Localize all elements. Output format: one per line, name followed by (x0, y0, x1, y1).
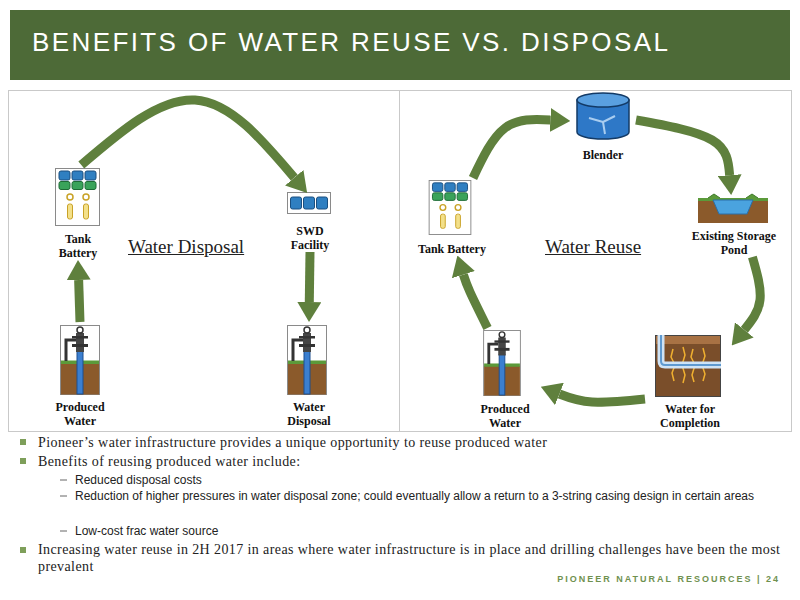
sub-bullet-text: Reduced disposal costs (75, 472, 787, 488)
completion-icon (656, 335, 722, 397)
icon-node: Blender (570, 92, 636, 162)
diagram-panel: Water Disposal Tank Battery SWD FacilityPr… (8, 90, 400, 432)
tank-battery-icon (56, 169, 100, 226)
panel-heading: Water Reuse (545, 236, 641, 258)
node-label: SWD Facility (280, 224, 340, 252)
flow-arrow (744, 257, 760, 330)
tank-battery-icon (429, 180, 471, 234)
node-label: Tank Battery (410, 242, 494, 256)
node-label: Tank Battery (45, 232, 111, 260)
icon-node: SWD Facility (280, 190, 340, 252)
connector-group (79, 100, 761, 402)
bullet-text: Increasing water reuse in 2H 2017 in are… (38, 541, 786, 575)
swd-facility-icon (288, 193, 331, 214)
flow-arrow (79, 280, 80, 322)
flow-arrow (463, 275, 487, 328)
footer-text: PIONEER NATURAL RESOURCES | 24 (545, 573, 780, 585)
sub-bullet-text: Low-cost frac water source (75, 523, 787, 539)
icon-node: Water Disposal (275, 322, 343, 428)
node-label: Produced Water (470, 402, 540, 430)
icon-node: Existing Storage Pond (688, 193, 780, 257)
panel-heading: Water Disposal (128, 236, 244, 258)
well-icon (484, 330, 521, 395)
bullet-square (20, 439, 26, 445)
icon-node: Tank Battery (410, 178, 494, 256)
bullet-square (20, 458, 26, 464)
sub-bullet-dash (60, 480, 67, 481)
blender-icon (577, 93, 629, 139)
icon-node: Produced Water (45, 322, 115, 428)
diagram-panel: Water Reuse BlenderTank Battery Existing S… (399, 90, 792, 432)
node-label: Blender (570, 148, 636, 162)
node-label: Produced Water (45, 400, 115, 428)
flow-arrow (473, 120, 550, 178)
slide-title: BENEFITS OF WATER REUSE VS. DISPOSAL (32, 27, 792, 57)
sub-bullet-dash (60, 496, 67, 497)
bullet-text: Benefits of reusing produced water inclu… (38, 453, 788, 470)
well-icon (288, 326, 327, 395)
node-label: Water Disposal (275, 400, 343, 428)
node-label: Existing Storage Pond (688, 229, 780, 257)
storage-pond-icon (698, 194, 768, 223)
flow-arrow (559, 394, 645, 402)
icon-node: Produced Water (470, 328, 540, 430)
bullet-square (20, 547, 26, 553)
bullet-text: Pioneer’s water infrastructure provides … (38, 434, 788, 451)
icon-node: Tank Battery (45, 165, 111, 260)
sub-bullet-text: Reduction of higher pressures in water d… (75, 488, 787, 504)
well-icon (61, 326, 100, 395)
node-label: Water for Completion (645, 402, 735, 430)
flow-arrow (305, 252, 315, 302)
flow-arrow (81, 100, 294, 178)
icon-node: Water for Completion (645, 333, 735, 430)
flow-arrow (636, 120, 730, 175)
sub-bullet-dash (60, 531, 67, 532)
